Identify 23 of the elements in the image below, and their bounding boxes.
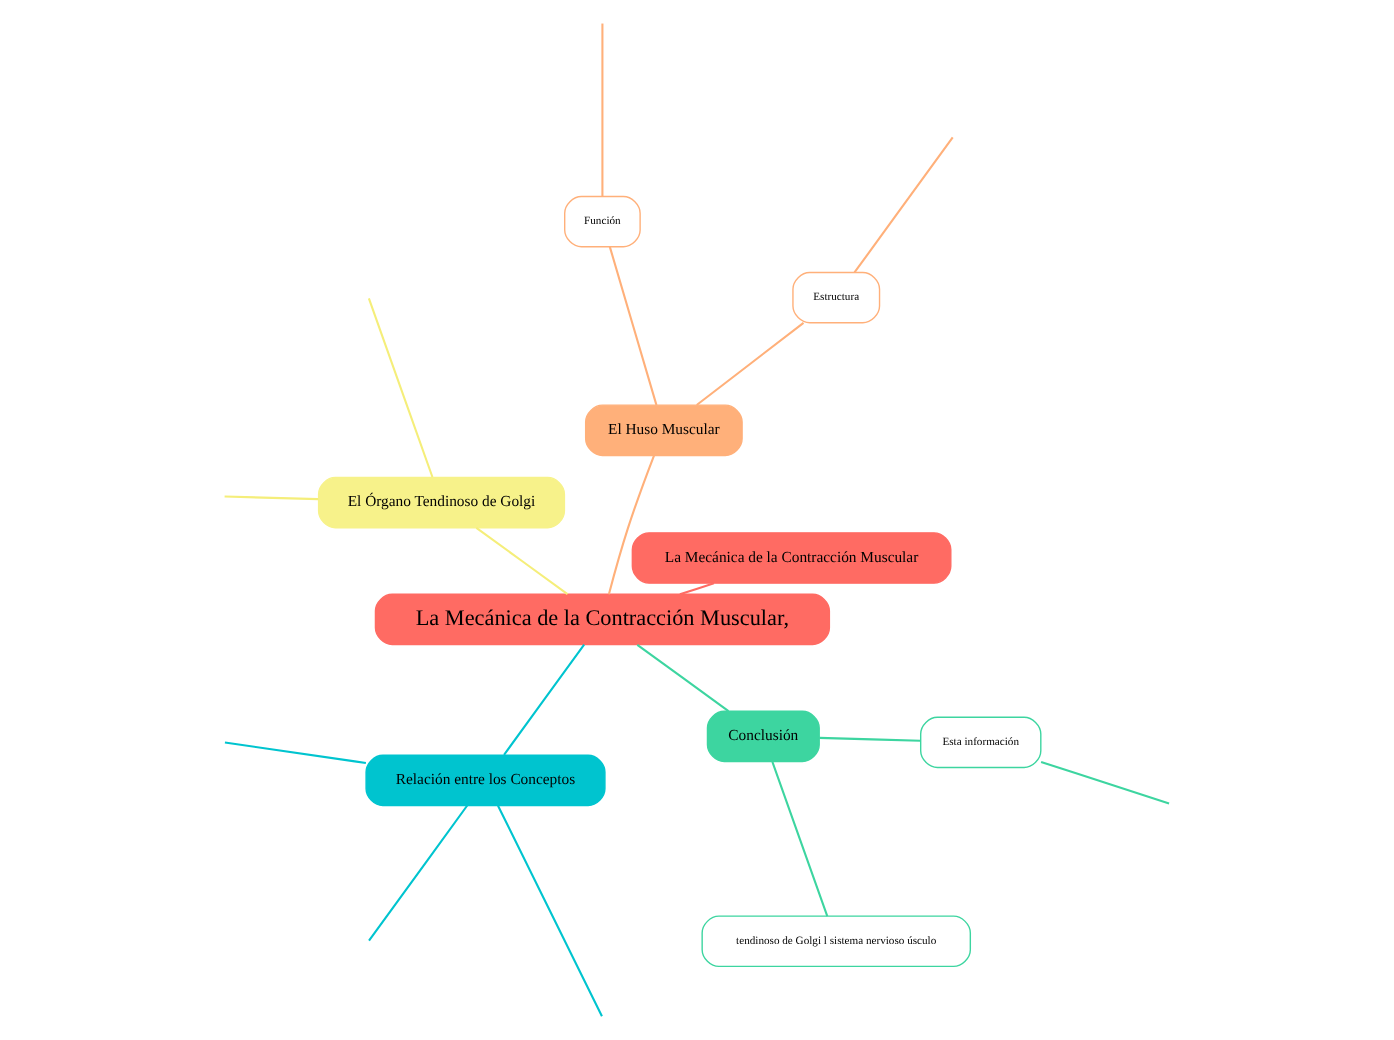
- connector: [819, 736, 921, 742]
- connector: [368, 804, 469, 942]
- connector: [607, 455, 655, 595]
- connector: [367, 298, 434, 478]
- connector: [224, 741, 367, 764]
- connector: [503, 644, 585, 756]
- node-box: El Órgano Tendinoso de Golgi: [317, 476, 566, 529]
- connector: [679, 582, 715, 596]
- node-box: La Mecánica de la Contracción Muscular: [631, 532, 952, 584]
- connector: [475, 527, 569, 595]
- connector: [608, 246, 658, 406]
- connector: [853, 136, 954, 274]
- connector: [497, 805, 603, 1017]
- node-box: El Huso Muscular: [584, 404, 743, 457]
- connector: [1040, 761, 1170, 805]
- node-box: Relación entre los Conceptos: [365, 754, 606, 807]
- connector: [771, 761, 829, 917]
- connector: [636, 643, 730, 712]
- connector: [224, 495, 319, 501]
- node-box: Conclusión: [706, 710, 820, 763]
- connector: [696, 321, 805, 406]
- connector: [601, 23, 604, 197]
- node-box: La Mecánica de la Contracción Muscular,: [374, 593, 831, 646]
